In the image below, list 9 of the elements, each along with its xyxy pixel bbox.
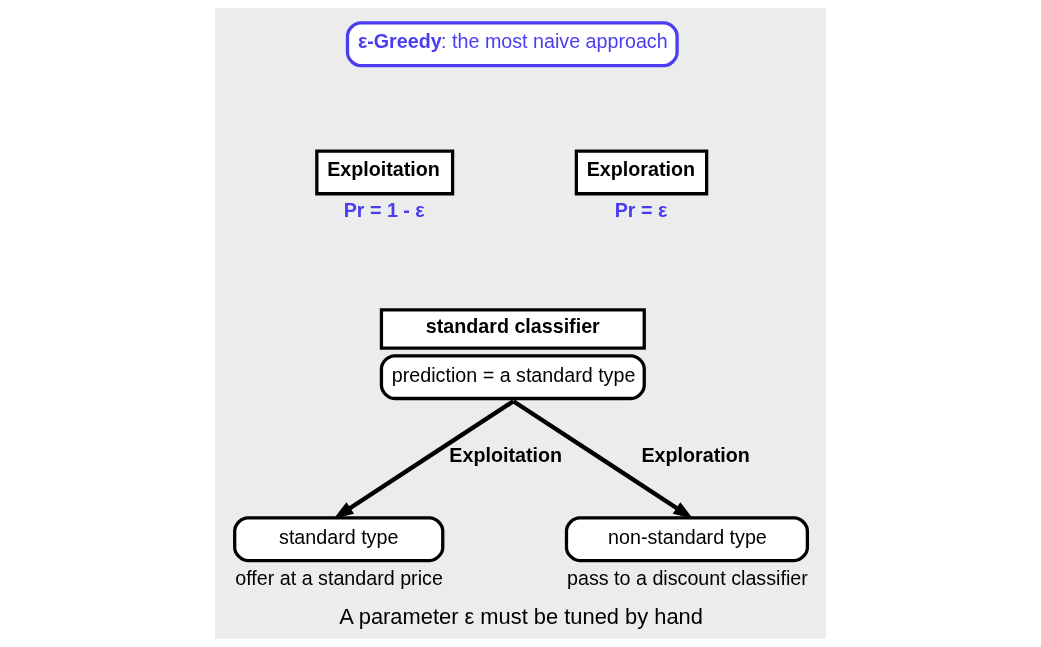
caption: A parameter ε must be tuned by hand bbox=[339, 603, 703, 629]
node-label: offer at a standard price bbox=[235, 566, 443, 589]
node-label: Pr = 1 - ε bbox=[343, 198, 425, 221]
node-label: Pr = ε bbox=[614, 198, 668, 221]
edge-label: Exploration bbox=[641, 443, 750, 466]
arrow bbox=[333, 399, 515, 519]
edge-label: Exploitation bbox=[449, 443, 562, 466]
node-label: pass to a discount classifier bbox=[567, 566, 808, 589]
arrow bbox=[512, 399, 694, 519]
